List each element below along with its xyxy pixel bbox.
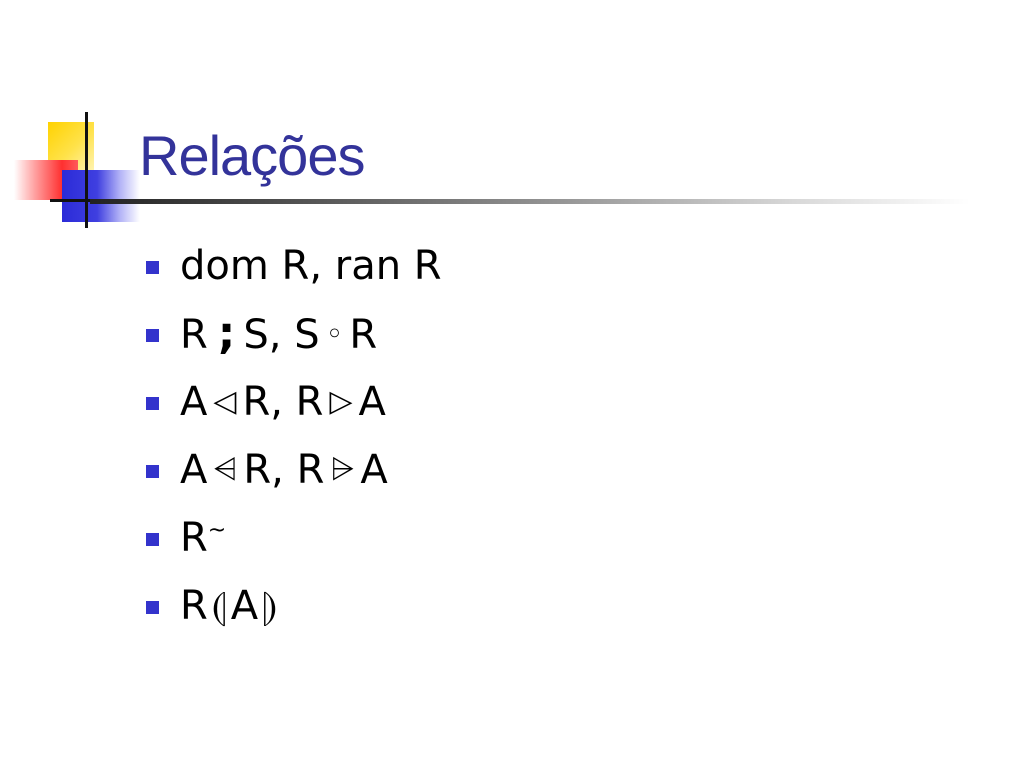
bullet-part: R, R [243,447,325,493]
square-bullet-icon [146,533,159,546]
bullet-part: A [358,379,386,425]
semicolon-symbol: ; [217,308,236,359]
bullet-part: A [180,447,208,493]
range-subtraction-symbol: ⩥ [330,452,355,487]
bullet-text: A◁R, R▷A [180,374,386,434]
square-bullet-icon [146,261,159,274]
bullet-text: R~ [180,510,226,573]
bullet-part: S, S [243,312,320,358]
title-underline-rule [90,199,970,204]
domain-restriction-symbol: ◁ [213,384,237,419]
inverse-tilde-symbol: ~ [207,518,227,543]
right-image-bracket-symbol: ⦈ [262,583,278,629]
square-bullet-icon [146,329,159,342]
slide-title: Relações [139,124,365,187]
bullet-text: R⦇A⦈ [180,578,281,634]
bullet-text: A⩤R, R⩥A [180,442,388,502]
left-image-bracket-symbol: ⦇ [211,583,227,629]
range-restriction-symbol: ▷ [329,384,353,419]
bullet-part: A [360,447,388,493]
bullet-text: dom R, ran R [180,238,442,294]
bullet-part: R [180,515,208,561]
square-bullet-icon [146,397,159,410]
bullet-text: R;S, S◦R [180,306,377,367]
bullet-part: A [230,583,259,629]
bullet-part: R [349,312,378,358]
bullet-part: R [180,312,208,358]
logo-vertical-line [85,112,88,228]
bullet-part: R, R [242,379,324,425]
bullet-part: R [180,583,208,629]
domain-subtraction-symbol: ⩤ [213,452,238,487]
bullet-part: dom R, ran R [180,243,442,289]
square-bullet-icon [146,465,159,478]
ring-operator-symbol: ◦ [325,317,344,352]
square-bullet-icon [146,601,159,614]
bullet-part: A [180,379,208,425]
logo-blue-square [62,170,140,222]
